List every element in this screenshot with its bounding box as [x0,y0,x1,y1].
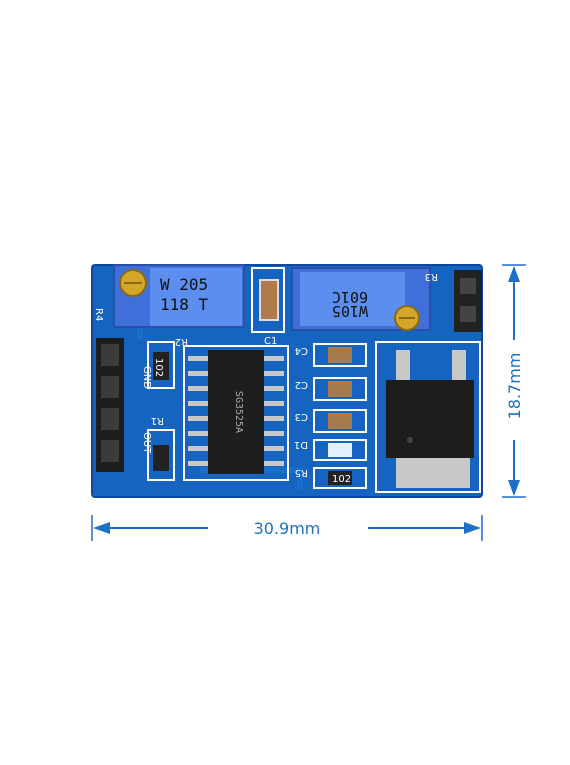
header-left [96,338,124,472]
arrow-left-icon [93,522,110,534]
potentiometer-left: W 205 118 T [113,264,245,328]
arrow-right-icon [464,522,481,534]
label-r1: R1 [151,415,164,426]
ic-chip: SG3525A [183,345,289,481]
label-d1: D1 [294,439,308,450]
label-c1: C1 [264,336,277,347]
r5-code: 102 [332,474,351,485]
label-out: OUT [141,432,152,454]
label-r3: R3 [425,271,438,282]
pot-left-line1: W 205 [160,275,208,294]
pot-left-line2: 118 T [160,295,209,314]
ic-marking: SG3525A [233,391,244,433]
capacitor-c1: C1 [251,267,285,347]
label-gnd: GND [141,366,152,389]
width-label: 30.9mm [254,519,321,538]
potentiometer-right: 601C W105 [291,267,431,331]
arrow-up-icon [508,266,520,282]
r2-code: 102 [153,358,164,377]
label-r2: R2 [175,336,188,347]
label-c2: C2 [295,379,308,390]
header-top-right [454,270,482,332]
label-c3: C3 [295,411,308,422]
height-dimension: 18.7mm [502,264,526,498]
label-r4: R4 [93,308,104,321]
pot-right-line2: W105 [332,302,368,320]
resistor-r2: 102 R2 [147,336,188,389]
width-dimension: 30.9mm [91,515,483,541]
height-label: 18.7mm [505,353,524,420]
arrow-down-icon [508,480,520,496]
label-c4: C4 [295,345,308,356]
resistor-r1: R1 [147,415,175,481]
pot-right-line1: 601C [332,288,368,306]
mosfet [375,341,481,493]
label-r5: R5 [295,467,308,478]
component-bank: 102 [313,343,367,489]
